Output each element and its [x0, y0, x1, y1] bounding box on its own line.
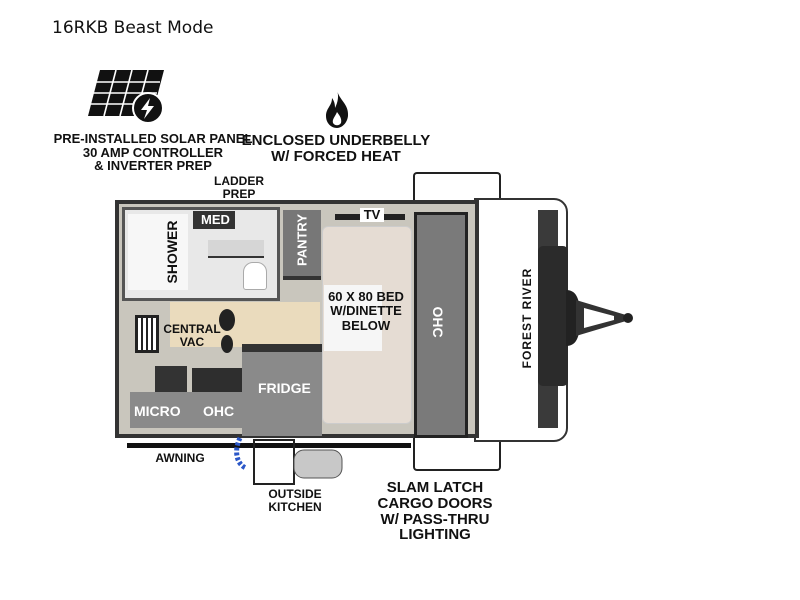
bed-line-2: W/DINETTE [330, 303, 402, 319]
central-vac-line-2: VAC [179, 335, 205, 350]
kitchen-line-1: OUTSIDE [268, 487, 322, 501]
bed-line-3: BELOW [341, 317, 391, 333]
kitchen-line-2: KITCHEN [268, 499, 322, 514]
cargo-line-2: CARGO DOORS [377, 494, 493, 512]
pantry [283, 210, 321, 280]
cargo-door-bottom [413, 437, 501, 471]
outside-kitchen [234, 436, 343, 485]
solar-callout: PRE-INSTALLED SOLAR PANEL 30 AMP CONTROL… [54, 132, 253, 173]
solar-line-2: 30 AMP CONTROLLER [82, 144, 224, 160]
cooktop [155, 366, 187, 394]
sink [192, 368, 242, 394]
fridge-label: FRIDGE [258, 380, 311, 396]
bed-line-1: 60 X 80 BED [328, 289, 404, 304]
ladder-line-2: PREP [222, 186, 256, 201]
pantry-label: PANTRY [294, 214, 310, 266]
cargo-line-3: W/ PASS-THRU [380, 510, 490, 528]
cargo-line-4: LIGHTING [399, 526, 471, 544]
kitchen-callout: OUTSIDE KITCHEN [268, 488, 321, 513]
flame-icon [326, 90, 349, 128]
med-label: MED [201, 212, 230, 227]
vanity [208, 240, 264, 258]
solar-line-3: & INVERTER PREP [94, 158, 212, 174]
hitch [566, 290, 633, 346]
ohc-front [414, 212, 468, 438]
tv-label: TV [360, 207, 384, 223]
underbelly-line-2: W/ FORCED HEAT [271, 147, 401, 165]
med-cabinet [193, 211, 235, 229]
page-title: 16RKB Beast Mode [52, 18, 214, 38]
cargo-door-top [413, 172, 501, 204]
solar-line-1: PRE-INSTALLED SOLAR PANEL [53, 131, 253, 146]
kitchen-counter [130, 392, 242, 428]
footprint-icon [219, 309, 235, 353]
shower-label: SHOWER [164, 220, 180, 284]
toilet [243, 262, 267, 290]
ladder-line-1: LADDER [214, 174, 264, 188]
central-vac-label: CENTRAL VAC [160, 322, 224, 350]
front-box [538, 246, 568, 386]
micro-label: MICRO [134, 403, 181, 419]
entry-step [135, 315, 159, 353]
ohc-kitchen-label: OHC [203, 403, 235, 419]
shower-area [128, 214, 188, 290]
ladder-callout: LADDER PREP [214, 175, 264, 200]
floor [170, 302, 320, 347]
cargo-callout: SLAM LATCH CARGO DOORS W/ PASS-THRU LIGH… [377, 480, 492, 543]
underbelly-line-1: ENCLOSED UNDERBELLY [241, 132, 431, 149]
central-vac-line-1: CENTRAL [163, 322, 221, 336]
awning [127, 443, 411, 448]
underbelly-callout: ENCLOSED UNDERBELLY W/ FORCED HEAT [242, 133, 431, 165]
bed-label-box [324, 285, 382, 351]
cargo-line-1: SLAM LATCH [386, 479, 484, 496]
brand-text: FOREST RIVER [520, 267, 534, 369]
fridge [242, 344, 322, 436]
ohc-front-label: OHC [430, 306, 446, 338]
solar-panel-icon [88, 69, 164, 124]
bed-label: 60 X 80 BED W/DINETTE BELOW [316, 289, 416, 333]
awning-label: AWNING [155, 451, 205, 465]
